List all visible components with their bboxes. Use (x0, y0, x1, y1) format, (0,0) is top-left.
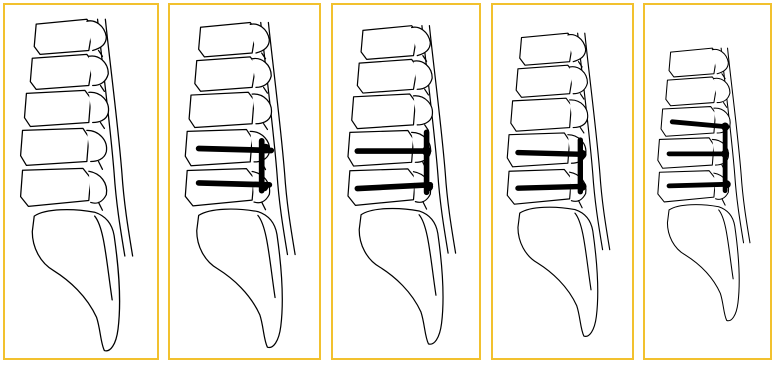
spine-diagram (333, 5, 479, 358)
pedicle-screws (199, 141, 272, 191)
spine-diagram (645, 5, 770, 358)
panel-two-level-fixation-c (491, 3, 634, 360)
panel-no-fixation (3, 3, 159, 360)
spine-diagram (5, 5, 157, 358)
panel-three-level-fixation (643, 3, 772, 360)
panel-two-level-fixation-a (168, 3, 321, 360)
panel-two-level-fixation-b (331, 3, 481, 360)
spine-diagram (493, 5, 632, 358)
spine-diagram (170, 5, 319, 358)
